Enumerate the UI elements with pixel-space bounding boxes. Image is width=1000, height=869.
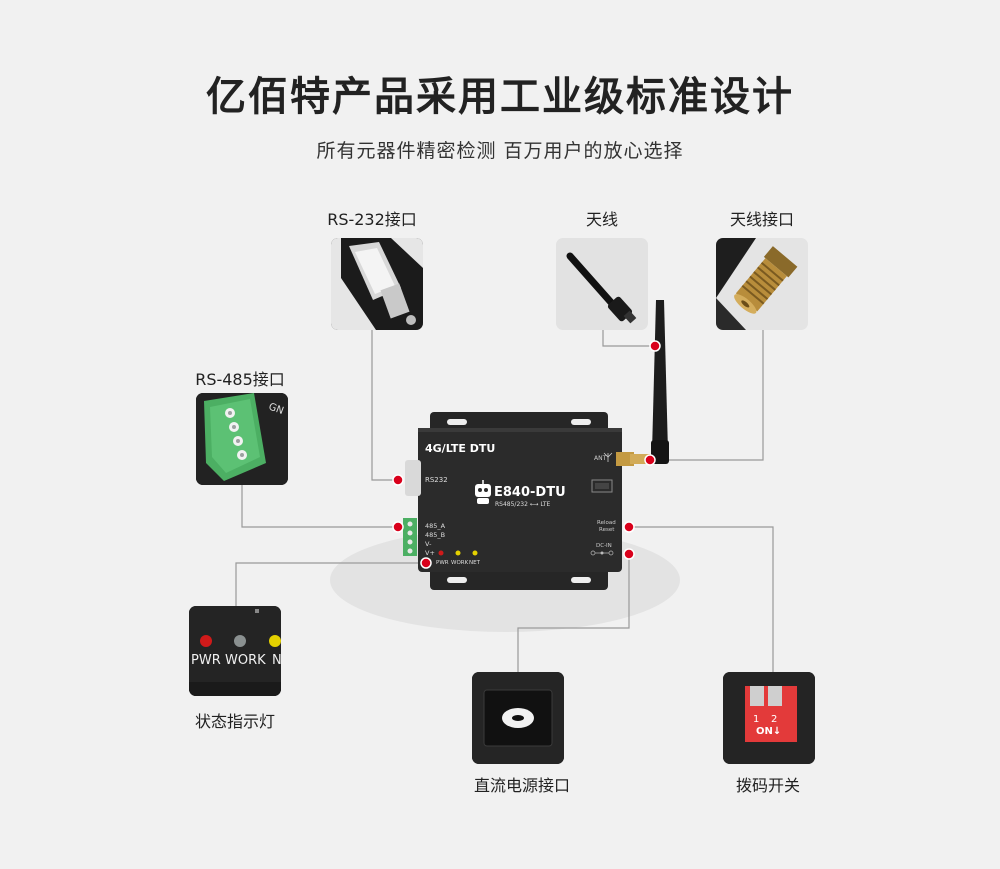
status-thumb-net: N	[272, 653, 281, 668]
dc-polarity-icon	[590, 550, 614, 556]
caption-antenna: 天线	[585, 210, 618, 229]
device-body	[418, 428, 622, 572]
pin-vplus-label: V+	[425, 549, 435, 557]
dip-on-label: ON↓	[756, 726, 781, 737]
callout-dots	[392, 340, 661, 569]
device-dcin-label: DC-IN	[596, 543, 612, 549]
device-reset-label: Reset	[599, 527, 615, 533]
page-title: 亿佰特产品采用工业级标准设计	[206, 74, 794, 120]
rs232-connector-thumb	[331, 238, 423, 330]
device-ant-label: ANT	[594, 455, 607, 462]
dot-status-led	[420, 557, 432, 569]
pin-485a-label: 485_A	[425, 522, 446, 530]
antenna-thumb	[556, 238, 648, 330]
caption-antenna-port: 天线接口	[729, 210, 794, 229]
sim-slot-icon	[591, 479, 613, 493]
device-work-led-icon	[455, 550, 461, 556]
device-led-pwr-label: PWR	[436, 560, 449, 566]
rs485-terminal-thumb: GN	[196, 393, 288, 485]
pin-vminus-label: V-	[425, 540, 432, 548]
leader-lines	[235, 330, 774, 672]
caption-rs485: RS-485接口	[195, 370, 285, 389]
net-led-icon	[269, 635, 281, 647]
antenna-port-thumb	[716, 238, 808, 330]
dip-num-2: 2	[771, 714, 777, 725]
pin-485b-label: 485_B	[425, 531, 445, 539]
device-led-net-label: NET	[469, 560, 481, 566]
status-led-thumb: PWR WORK N	[189, 606, 281, 696]
page-subtitle: 所有元器件精密检测 百万用户的放心选择	[316, 140, 684, 162]
caption-dip-switch: 拨码开关	[735, 776, 800, 795]
device-led-work-label: WORK	[451, 560, 469, 566]
device-model-line: 4G/LTE DTU	[425, 442, 495, 455]
dot-rs485	[392, 521, 404, 533]
device-net-led-icon	[472, 550, 478, 556]
pwr-led-icon	[200, 635, 212, 647]
dot-dc-port	[623, 548, 635, 560]
device-rs232-label: RS232	[425, 476, 448, 484]
device-pwr-led-icon	[438, 550, 444, 556]
caption-status-led: 状态指示灯	[194, 712, 275, 731]
device-spec: RS485/232 ⟷ LTE	[495, 501, 551, 508]
device-reload-label: Reload	[597, 520, 616, 526]
ant-symbol-icon	[603, 452, 613, 462]
dc-port-thumb	[472, 672, 564, 764]
caption-dc-port: 直流电源接口	[473, 776, 570, 795]
rs485-thumb-mark: GN	[267, 401, 285, 417]
dip-num-1: 1	[753, 714, 759, 725]
caption-rs232: RS-232接口	[327, 210, 417, 229]
work-led-icon	[234, 635, 246, 647]
dot-antenna	[649, 340, 661, 352]
device-brand-model: E840-DTU	[494, 485, 566, 500]
dot-dip-switch	[623, 521, 635, 533]
status-thumb-work: WORK	[225, 653, 266, 668]
dot-antenna-port	[644, 454, 656, 466]
dot-rs232	[392, 474, 404, 486]
brand-logo-icon	[475, 480, 491, 504]
sma-connector	[616, 452, 634, 466]
rs485-terminal	[403, 518, 417, 556]
rs232-port	[405, 460, 421, 496]
status-thumb-pwr: PWR	[191, 653, 221, 668]
antenna-icon	[651, 300, 669, 464]
dip-switch-thumb: 1 2 ON↓	[723, 672, 815, 764]
